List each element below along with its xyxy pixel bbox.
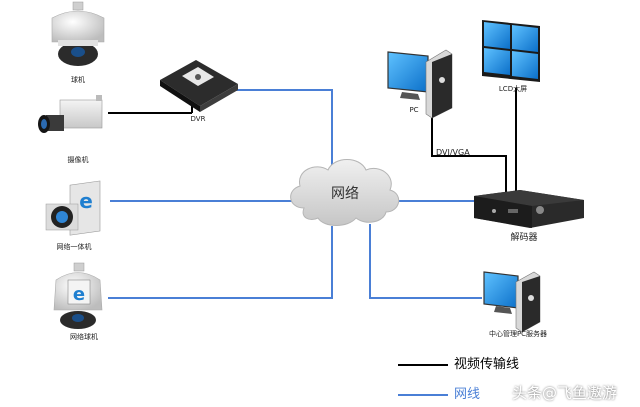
watermark-prefix: 头条	[512, 384, 543, 402]
dvr-label: DVR	[190, 115, 206, 123]
server-label: 中心管理PC服务器	[488, 330, 548, 338]
svg-text:e: e	[73, 284, 85, 305]
lcd-wall-icon	[482, 20, 540, 82]
network-lines	[108, 89, 482, 396]
network-cloud-icon	[290, 159, 400, 226]
decoder-label: 解码器	[510, 233, 538, 243]
watermark-text: @飞鱼遨游	[542, 384, 618, 402]
video-lines	[108, 88, 517, 366]
legend-video-label: 视频传输线	[454, 357, 520, 372]
video-line-pc-decoder	[431, 112, 507, 192]
network-dome-camera-label: 网络球机	[70, 333, 98, 341]
network-cloud-label: 网络	[331, 186, 359, 202]
network-line-dvr	[236, 89, 333, 165]
network-line-network-dome	[108, 226, 333, 299]
pc-label: PC	[409, 106, 419, 114]
lcd-label: LCD大屏	[498, 85, 528, 93]
dome-camera-icon	[51, 1, 105, 66]
network-dome-camera-icon: e	[53, 262, 103, 329]
box-camera-label: 摄像机	[67, 156, 89, 164]
decoder-icon	[474, 190, 584, 228]
dvr-icon	[160, 60, 238, 112]
watermark: 头条@飞鱼遨游	[512, 386, 617, 401]
integrated-camera-label: 网络一体机	[56, 243, 92, 251]
dome-camera-label: 球机	[71, 76, 85, 84]
server-icon	[483, 271, 541, 333]
network-line-server	[369, 224, 482, 299]
integrated-camera-icon: e	[45, 180, 101, 236]
box-camera-icon	[38, 95, 103, 133]
dvi-vga-label: DVI/VGA	[436, 148, 470, 157]
svg-text:e: e	[79, 189, 93, 213]
legend-network-label: 网线	[454, 387, 481, 402]
pc-icon	[387, 49, 453, 119]
